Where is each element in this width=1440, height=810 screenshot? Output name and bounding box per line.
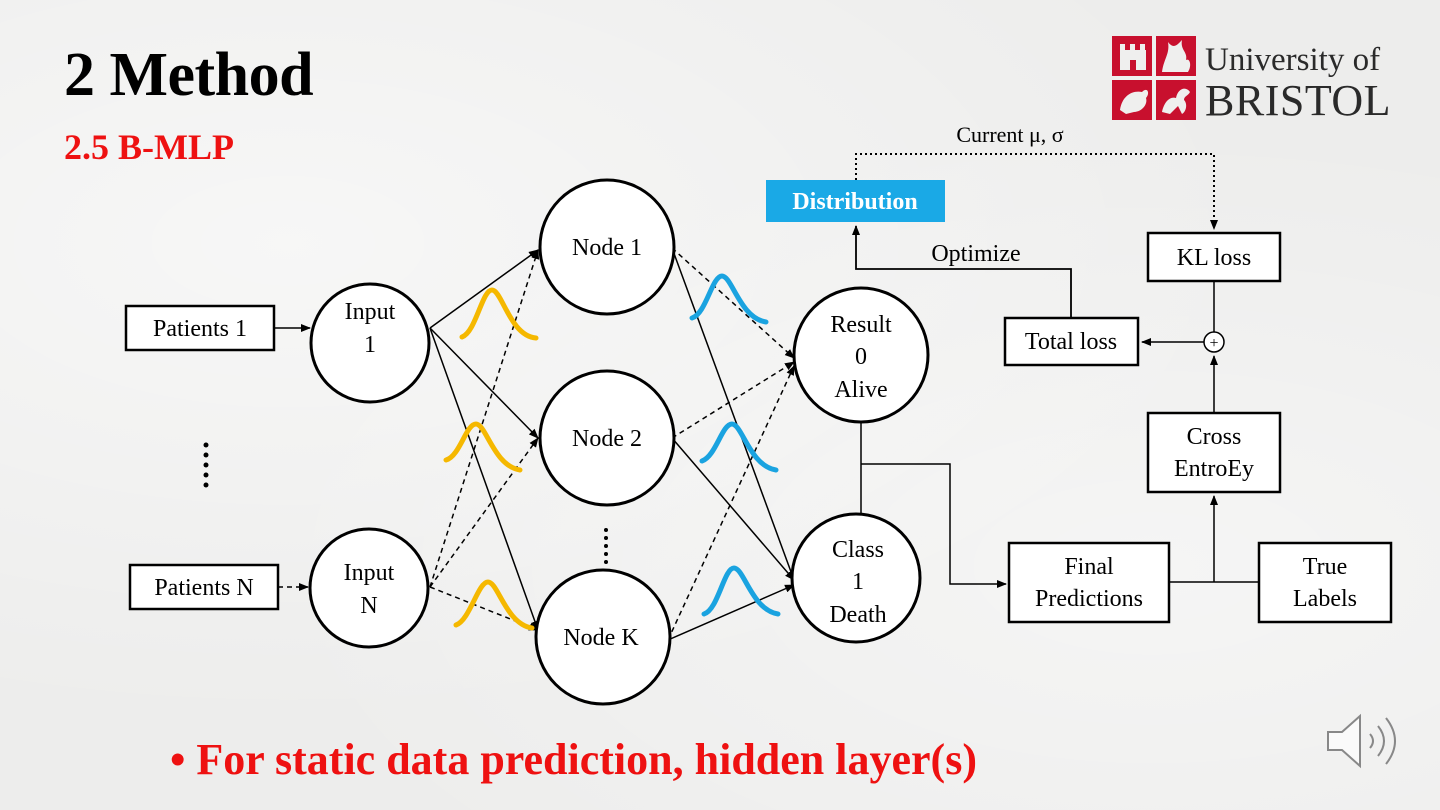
kl-loss-box: KL loss [1146, 231, 1282, 283]
total-loss-label: Total loss [1025, 329, 1117, 355]
patients-1-label: Patients 1 [153, 316, 247, 342]
true-labels-box: True Labels [1257, 541, 1393, 624]
input-node-n-line2: N [360, 593, 377, 619]
patients-n-box: Patients N [128, 563, 280, 611]
sum-node: + [1203, 331, 1225, 353]
slide-title: 2 Method [64, 41, 314, 109]
vertical-dots-icon [203, 442, 209, 488]
final-predictions-line2: Predictions [1035, 586, 1143, 612]
cross-entropy-line1: Cross [1187, 424, 1242, 450]
true-labels-line1: True [1303, 554, 1347, 580]
logo-line1: University of [1205, 42, 1381, 78]
sum-symbol: + [1209, 335, 1218, 352]
input-node-n: Input N [308, 527, 430, 649]
total-loss-box: Total loss [1003, 316, 1140, 367]
optimize-label: Optimize [931, 241, 1020, 267]
output-node-class: Class 1 Death [790, 512, 922, 644]
output-result-line2: 0 [855, 344, 867, 370]
hidden-output-connections [667, 247, 795, 641]
output-class-line1: Class [832, 537, 884, 563]
input-node-1-line1: Input [345, 299, 396, 325]
patients-n-label: Patients N [154, 575, 253, 601]
output-to-final-connector [860, 422, 1007, 588]
output-node-result: Result 0 Alive [792, 286, 930, 424]
vertical-dots-icon [604, 528, 608, 564]
slide-subtitle: 2.5 B-MLP [64, 127, 234, 167]
output-class-line3: Death [829, 602, 886, 628]
labels-to-cross-entropy-connector [1169, 495, 1259, 583]
output-result-line1: Result [830, 312, 892, 338]
hidden-node-k: Node K [534, 568, 672, 706]
speaker-icon[interactable] [1322, 706, 1412, 776]
output-result-line3: Alive [834, 377, 887, 403]
hidden-node-2: Node 2 [538, 369, 676, 507]
output-class-line2: 1 [852, 569, 864, 595]
hidden-node-2-label: Node 2 [572, 426, 642, 452]
bullet-dot: • [170, 735, 197, 784]
hidden-node-1-label: Node 1 [572, 235, 642, 261]
distribution-label: Distribution [792, 189, 917, 215]
input-node-1: Input 1 [309, 282, 431, 404]
input-hidden-connections [429, 249, 540, 631]
cross-entropy-line2: EntroEy [1174, 456, 1254, 482]
patients-1-box: Patients 1 [124, 304, 276, 352]
hidden-node-k-label: Node K [563, 625, 639, 651]
final-predictions-line1: Final [1064, 554, 1114, 580]
true-labels-line2: Labels [1293, 586, 1357, 612]
logo-line2: BRISTOL [1205, 76, 1392, 125]
university-wordmark: University of BRISTOL [1205, 44, 1391, 123]
bullet-text: For static data prediction, hidden layer… [196, 735, 977, 784]
cross-entropy-box: Cross EntroEy [1146, 411, 1282, 494]
distribution-box: Distribution [766, 180, 945, 222]
university-logo [1112, 36, 1196, 120]
bullet-point: • For static data prediction, hidden lay… [170, 734, 977, 785]
kl-loss-label: KL loss [1177, 245, 1251, 271]
output-weight-gaussians [689, 273, 781, 617]
optimize-connector [852, 225, 1072, 318]
crest-icon [1112, 36, 1196, 120]
input-node-n-line1: Input [344, 560, 395, 586]
current-params-connector [855, 153, 1218, 230]
input-weight-gaussians [443, 287, 539, 631]
hidden-node-1: Node 1 [538, 178, 676, 316]
input-node-1-line2: 1 [364, 332, 376, 358]
final-predictions-box: Final Predictions [1007, 541, 1171, 624]
current-params-label: Current μ, σ [956, 122, 1063, 147]
